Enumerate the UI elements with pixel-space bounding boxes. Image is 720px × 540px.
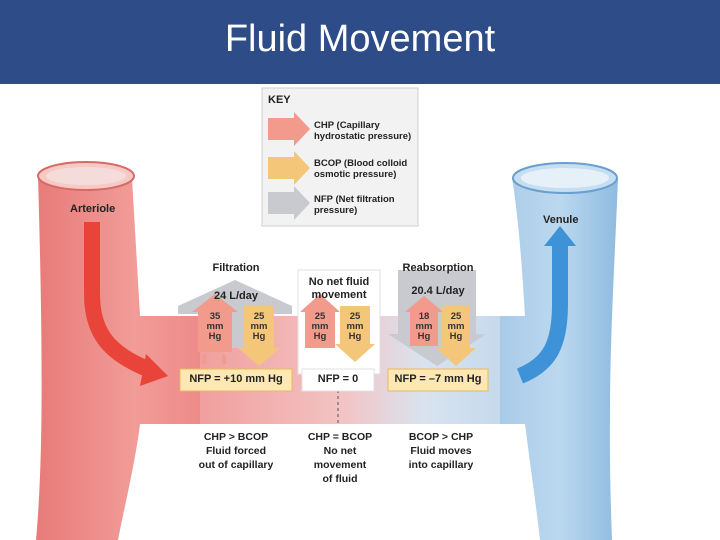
arteriole-label: Arteriole: [70, 203, 116, 215]
middle-nfp: NFP = 0: [317, 373, 359, 385]
arteriole-flow-arrow: [84, 222, 154, 378]
slide-title: Fluid Movement: [224, 18, 496, 60]
filtration-heading: Filtration: [212, 262, 260, 274]
key-nfp-swatch: [268, 186, 310, 220]
venule-flow-arrow: [516, 244, 568, 384]
filtration-rate: 24 L/day: [213, 290, 259, 302]
filtration-nfp: NFP = +10 mm Hg: [189, 373, 283, 385]
reabsorption-rate: 20.4 L/day: [411, 285, 465, 297]
reabsorption-heading: Reabsorption: [402, 262, 474, 274]
key-title: KEY: [268, 94, 291, 106]
key-bcop-swatch: [268, 151, 310, 185]
venule-vessel: [500, 170, 618, 540]
nfp-box-reabsorption: [387, 368, 489, 392]
diagram-graphics: [36, 87, 618, 540]
title-bar: Fluid Movement: [0, 0, 720, 84]
reabsorption-nfp: NFP = –7 mm Hg: [394, 373, 482, 385]
venule-label: Venule: [543, 214, 579, 226]
key-chp-swatch: [268, 112, 310, 146]
nfp-box-middle: [301, 368, 375, 392]
nfp-box-filtration: [179, 368, 293, 392]
